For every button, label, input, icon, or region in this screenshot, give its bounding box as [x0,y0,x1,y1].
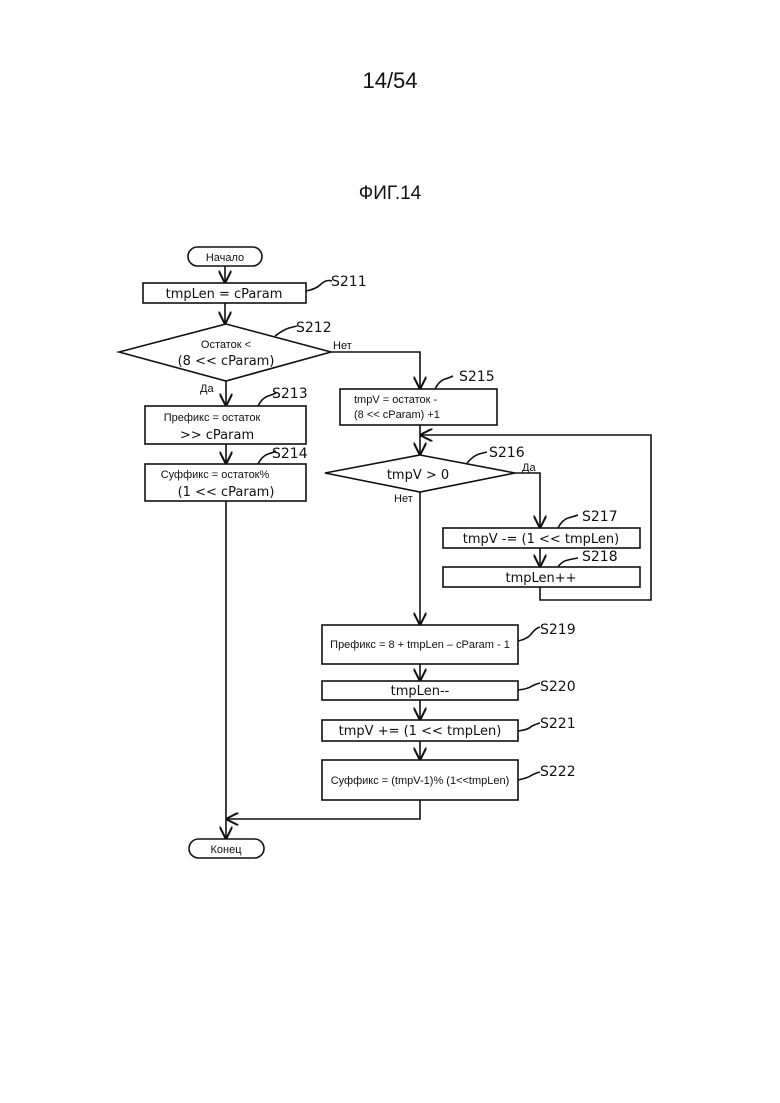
s216-label: S216 [489,445,525,461]
s220-label: S220 [540,679,576,695]
decision-s212: Остаток < (8 << cParam) S212 Нет Да [119,320,352,395]
step-s220: tmpLen-- S220 [322,679,576,700]
s213-line1: Префикс = остаток [164,412,261,424]
s217-label: S217 [582,509,618,525]
s216-text: tmpV > 0 [387,468,449,483]
connector [515,473,540,527]
s222-text: Суффикс = (tmpV-1)% (1<<tmpLen) [331,775,510,787]
s213-label: S213 [272,386,308,402]
start-text: Начало [206,252,244,264]
s216-no-label: Нет [394,493,413,505]
s212-line2: (8 << cParam) [178,354,275,369]
end-text: Конец [210,844,242,856]
s221-text: tmpV += (1 << tmpLen) [339,724,502,739]
step-s217: tmpV -= (1 << tmpLen) S217 [443,509,640,548]
s212-yes-label: Да [200,383,214,395]
s215-line2: (8 << cParam) +1 [354,409,440,421]
s214-label: S214 [272,446,308,462]
s222-label: S222 [540,764,576,780]
step-s211: tmpLen = cParam S211 [143,274,367,303]
s220-text: tmpLen-- [391,684,450,699]
step-s215: tmpV = остаток - (8 << cParam) +1 S215 [340,369,497,425]
step-s218: tmpLen++ S218 [443,549,640,587]
s219-text: Префикс = 8 + tmpLen – cParam - 1 [330,639,510,651]
connector [331,352,420,388]
s212-line1: Остаток < [201,339,251,351]
s217-text: tmpV -= (1 << tmpLen) [463,532,619,547]
s214-line1: Суффикс = остаток% [161,469,270,481]
s218-text: tmpLen++ [505,571,576,586]
s214-line2: (1 << cParam) [178,485,275,500]
end-terminator: Конец [189,839,264,858]
step-s219: Префикс = 8 + tmpLen – cParam - 1 S219 [322,622,576,664]
s211-text: tmpLen = cParam [166,287,283,302]
decision-s216: tmpV > 0 S216 Да Нет [325,445,536,505]
s219-label: S219 [540,622,576,638]
step-s221: tmpV += (1 << tmpLen) S221 [322,716,576,741]
s212-label: S212 [296,320,332,336]
s215-label: S215 [459,369,495,385]
s211-label: S211 [331,274,367,290]
s215-line1: tmpV = остаток - [354,394,438,406]
s218-label: S218 [582,549,618,565]
s212-no-label: Нет [333,340,352,352]
step-s222: Суффикс = (tmpV-1)% (1<<tmpLen) S222 [322,760,576,800]
s221-label: S221 [540,716,576,732]
start-terminator: Начало [188,247,262,266]
connector [227,800,420,819]
s213-line2: >> cParam [180,428,254,443]
